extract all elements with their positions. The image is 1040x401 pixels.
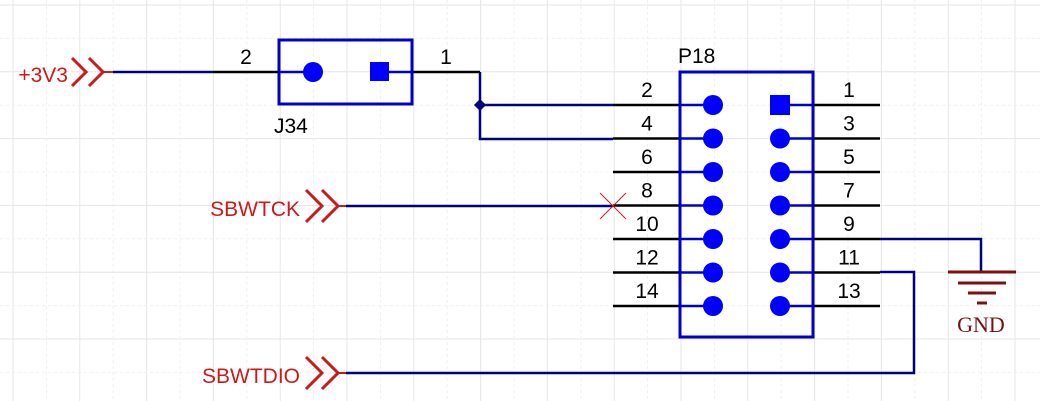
port-chevron-icon bbox=[304, 188, 325, 224]
p18-pad-round bbox=[703, 296, 723, 316]
p18-pad-round bbox=[770, 296, 790, 316]
wire-gnd[interactable] bbox=[880, 237, 983, 272]
component-p18[interactable] bbox=[678, 70, 815, 339]
port-chevron-icon bbox=[320, 188, 341, 224]
p18-pin-number: 11 bbox=[838, 247, 860, 270]
port-3v3[interactable]: +3V3 bbox=[18, 56, 113, 88]
port-sbwtdio[interactable]: SBWTDIO bbox=[202, 355, 346, 391]
p18-pin-number: 3 bbox=[843, 113, 855, 136]
ports: +3V3 SBWTCK SBWTDIO bbox=[18, 56, 346, 391]
p18-pin-number: 5 bbox=[843, 146, 855, 169]
p18-pad-round bbox=[703, 162, 723, 182]
port-chevron-icon bbox=[304, 355, 325, 391]
p18-pin-number: 14 bbox=[635, 280, 659, 303]
p18-pad-round bbox=[770, 128, 790, 149]
j34-pin-number: 2 bbox=[240, 46, 252, 69]
labels: 2 1 J34 P18 bbox=[240, 45, 715, 138]
p18-pad-square bbox=[770, 95, 790, 115]
p18-pad-round bbox=[703, 229, 723, 249]
p18-pin-number: 7 bbox=[843, 180, 855, 203]
p18-pad-round bbox=[770, 262, 790, 283]
p18-designator: P18 bbox=[678, 45, 715, 68]
junction-dot bbox=[474, 99, 486, 111]
wire-sbwtdio[interactable] bbox=[346, 270, 916, 375]
p18-pin-number: 10 bbox=[635, 213, 658, 236]
p18-pad-round bbox=[770, 195, 790, 216]
gnd-power-port[interactable]: GND bbox=[948, 270, 1016, 337]
port-chevron-icon bbox=[70, 56, 89, 88]
p18-pad-round bbox=[770, 229, 790, 249]
p18-pin-number: 2 bbox=[641, 79, 653, 102]
j34-pad-square bbox=[370, 62, 389, 81]
j34-pad-round bbox=[303, 62, 323, 82]
j34-designator: J34 bbox=[274, 115, 308, 138]
p18-pad-round bbox=[703, 128, 723, 149]
p18-pin-number: 12 bbox=[635, 247, 658, 270]
p18-pin-number: 8 bbox=[641, 180, 653, 203]
no-erc-line-2 bbox=[599, 192, 627, 220]
component-j34[interactable] bbox=[277, 38, 414, 106]
port-label: SBWTCK bbox=[210, 198, 300, 221]
p18-pin-number: 4 bbox=[641, 113, 653, 136]
pin-lines bbox=[213, 70, 880, 308]
gnd-label: GND bbox=[957, 312, 1005, 337]
p18-pin-number: 6 bbox=[641, 146, 653, 169]
wire-j34-to-p18[interactable] bbox=[478, 72, 613, 107]
j34-pin-number: 1 bbox=[440, 46, 452, 69]
no-erc-marker bbox=[599, 192, 627, 220]
port-label: SBWTDIO bbox=[202, 365, 300, 388]
p18-pad-round bbox=[703, 195, 723, 216]
port-sbwtck[interactable]: SBWTCK bbox=[210, 188, 346, 224]
p18-pad-round bbox=[770, 162, 790, 182]
port-chevron-icon bbox=[320, 355, 341, 391]
wire-p18-pin4[interactable] bbox=[478, 105, 613, 141]
p18-pin-number: 13 bbox=[837, 280, 860, 303]
p18-pin-number: 1 bbox=[843, 79, 855, 102]
wires bbox=[113, 70, 983, 375]
p18-pad-round bbox=[703, 95, 723, 115]
p18-pad-round bbox=[703, 262, 723, 283]
port-label: +3V3 bbox=[18, 64, 68, 87]
p18-pin-number: 9 bbox=[843, 213, 855, 236]
